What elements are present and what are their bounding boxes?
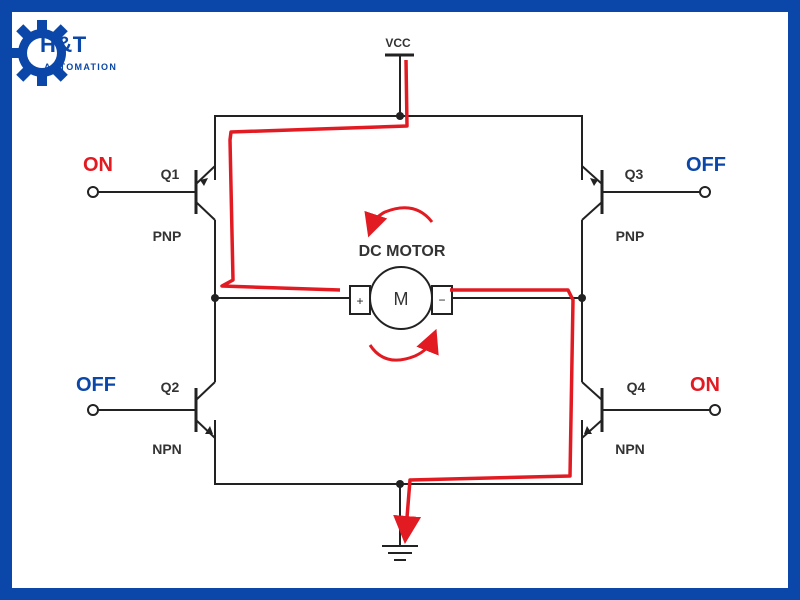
brand-logo: H&T AUTOMATION: [10, 8, 140, 98]
q1-type: PNP: [153, 228, 182, 244]
logo-subtitle: AUTOMATION: [44, 62, 118, 72]
transistor-q4: [581, 381, 721, 439]
ground-icon: [382, 545, 418, 561]
q4-type: NPN: [615, 441, 645, 457]
transistor-q2: [87, 381, 216, 439]
q4-state: ON: [690, 374, 720, 396]
q1-name: Q1: [161, 166, 180, 182]
logo-title: H&T: [40, 32, 87, 57]
ground-junction: [396, 480, 404, 488]
vcc-label: VCC: [385, 36, 411, 50]
vcc-junction: [396, 112, 404, 120]
right-junction: [578, 294, 586, 302]
gear-icon: [12, 20, 68, 86]
left-junction: [211, 294, 219, 302]
current-path-high-side: [220, 59, 409, 292]
q2-state: OFF: [76, 374, 116, 396]
q2-name: Q2: [161, 379, 180, 395]
motor-title: DC MOTOR: [359, 243, 446, 260]
motor-symbol: M: [394, 289, 409, 309]
transistor-q1: [87, 165, 216, 221]
q3-name: Q3: [625, 166, 644, 182]
transistor-q3: [581, 165, 711, 221]
current-path-low-side: [393, 288, 575, 544]
rotation-arrow-icon: [364, 206, 434, 238]
motor-minus-sign: −: [438, 293, 445, 307]
motor-plus-sign: +: [356, 294, 363, 308]
motor-icon: [369, 266, 433, 330]
q3-type: PNP: [616, 228, 645, 244]
q4-name: Q4: [627, 379, 646, 395]
q1-state: ON: [83, 154, 113, 176]
q2-type: NPN: [152, 441, 182, 457]
q3-state: OFF: [686, 154, 726, 176]
rotation-arrow-icon: [368, 328, 439, 362]
